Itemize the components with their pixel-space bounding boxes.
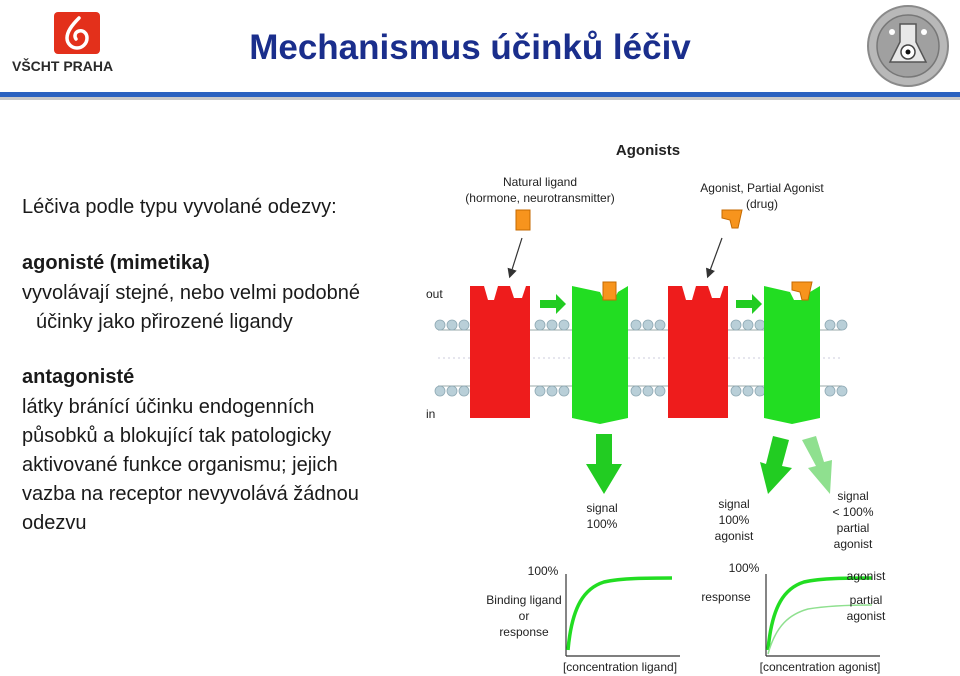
response-graph: 100% response agonist partial agonist [c… [701, 561, 886, 674]
antagonist-heading: antagonisté [22, 366, 135, 388]
signal-percent: 100% [587, 517, 618, 531]
agonist-heading: agonisté (mimetika) [22, 252, 210, 274]
agonist-line: účinky jako přirozené ligandy [36, 311, 293, 333]
drug-ligand-shape [721, 209, 743, 229]
agonist-diagram: Agonists Natural ligand (hormone, neurot… [426, 142, 886, 674]
signal-arrow [760, 436, 792, 494]
signal-label: signal [586, 501, 617, 515]
intro-text: Léčiva podle typu vyvolané odezvy: [22, 196, 337, 218]
out-label: out [426, 287, 443, 301]
y-label: or [519, 609, 530, 623]
page-title: Mechanismus účinků léčiv [249, 28, 691, 67]
x-label: [concentration ligand] [563, 660, 677, 674]
drug-label: Agonist, Partial Agonist [700, 181, 824, 195]
header-rule-shadow [0, 97, 960, 100]
bound-natural-ligand [602, 281, 617, 301]
series-label: partial [850, 593, 883, 607]
signal-percent: < 100% [832, 505, 873, 519]
antagonist-line: odezvu [22, 512, 87, 534]
agonist-line: vyvolávají stejné, nebo velmi podobné [22, 282, 360, 304]
antagonist-line: látky bránící účinku endogenních [22, 396, 315, 418]
header-rule [0, 92, 960, 97]
y-label: Binding ligand [486, 593, 561, 607]
series-label: agonist [847, 609, 886, 623]
activation-arrow [540, 294, 566, 314]
series-label: agonist [847, 569, 886, 583]
pointer-arrow [507, 237, 523, 279]
binding-curve [566, 576, 673, 651]
in-label: in [426, 407, 435, 421]
antagonist-line: aktivované funkce organismu; jejich [22, 454, 338, 476]
receptor-inactive [668, 286, 728, 418]
y-tick: 100% [729, 561, 760, 575]
partial-agonist-curve [767, 604, 873, 655]
receptor-active [572, 286, 628, 424]
signal-type: partial [837, 521, 870, 535]
diagram-title: Agonists [616, 142, 680, 159]
y-label: response [701, 590, 751, 604]
signal-arrow [586, 434, 622, 494]
bound-drug-ligand [791, 281, 813, 301]
natural-ligand-label: Natural ligand [503, 175, 577, 189]
partial-signal-arrow [802, 436, 832, 494]
seal-logo-icon [862, 2, 954, 90]
natural-ligand-sublabel: (hormone, neurotransmitter) [465, 191, 614, 205]
receptor-active [764, 286, 820, 424]
y-label: response [499, 625, 549, 639]
agonist-curve [766, 576, 873, 651]
logo-mark-icon [54, 12, 100, 54]
drug-sublabel: (drug) [746, 197, 778, 211]
x-label: [concentration agonist] [760, 660, 881, 674]
binding-graph: 100% Binding ligand or response [concent… [486, 564, 680, 674]
antagonist-line: vazba na receptor nevyvolává žádnou [22, 483, 359, 505]
receptor-inactive [470, 286, 530, 418]
natural-ligand-shape [515, 209, 531, 231]
logo-text: VŠCHT PRAHA [12, 58, 114, 74]
signal-label: signal [718, 497, 749, 511]
y-tick: 100% [528, 564, 559, 578]
signal-type: agonist [715, 529, 754, 543]
signal-percent: 100% [719, 513, 750, 527]
signal-type: agonist [834, 537, 873, 551]
pointer-arrow [705, 237, 723, 279]
vscht-logo: VŠCHT PRAHA [8, 8, 138, 78]
activation-arrow [736, 294, 762, 314]
signal-label: signal [837, 489, 868, 503]
antagonist-line: působků a blokující tak patologicky [22, 425, 332, 447]
